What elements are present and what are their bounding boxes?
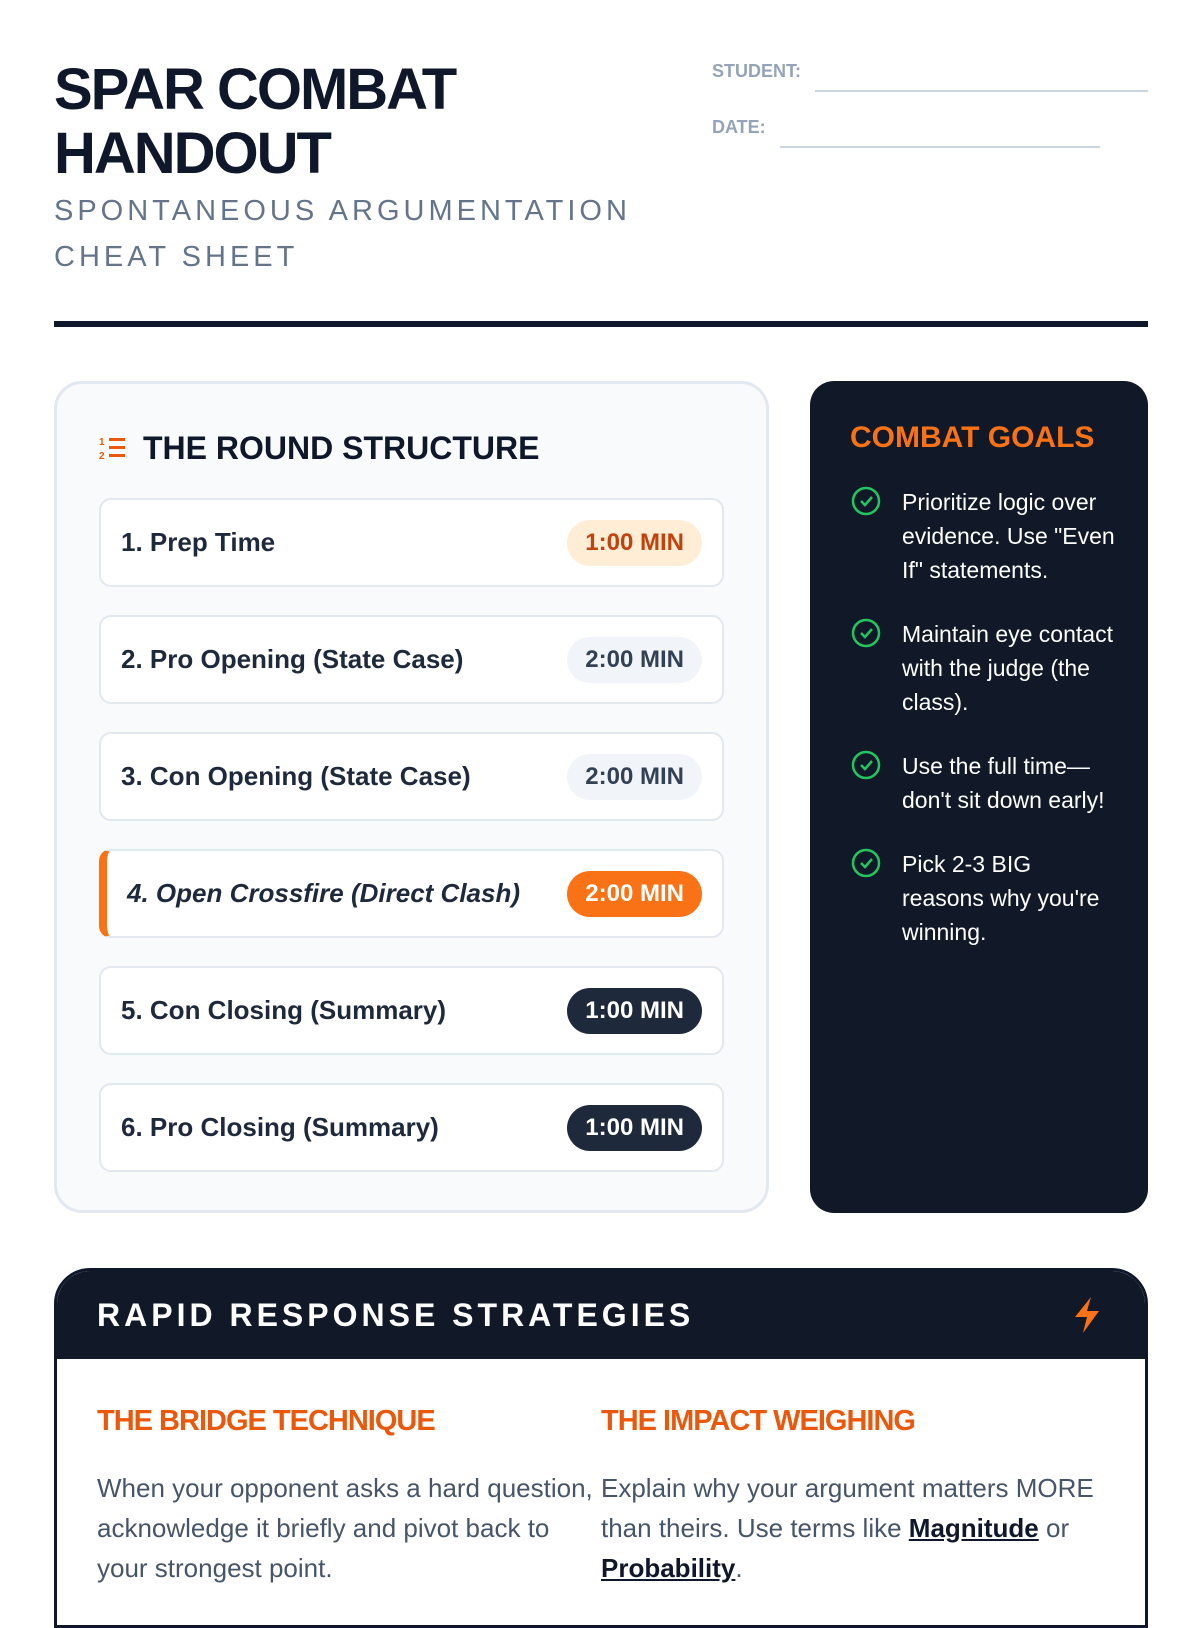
time-badge: 2:00 MIN [567, 753, 702, 800]
rapid-response-card: RAPID RESPONSE STRATEGIES THE BRIDGE TEC… [54, 1268, 1148, 1628]
term-probability: Probability [601, 1553, 736, 1583]
round-item: 6. Pro Closing (Summary) 1:00 MIN [99, 1083, 724, 1172]
time-badge: 1:00 MIN [567, 519, 702, 566]
round-item-label: 5. Con Closing (Summary) [121, 995, 447, 1025]
goal-item: Maintain eye contact with the judge (the… [850, 617, 1118, 719]
time-badge: 1:00 MIN [567, 987, 702, 1034]
round-item-label: 2. Pro Opening (State Case) [121, 644, 464, 674]
date-line[interactable] [779, 114, 1100, 148]
combat-goals-title: COMBAT GOALS [850, 421, 1095, 454]
goal-text: Use the full time—don't sit down early! [902, 753, 1105, 813]
time-badge: 2:00 MIN [567, 870, 702, 917]
svg-text:1: 1 [99, 437, 105, 448]
bridge-text: When your opponent asks a hard question,… [97, 1473, 593, 1583]
impact-weighing: THE IMPACT WEIGHING Explain why your argu… [601, 1405, 1105, 1588]
svg-text:2: 2 [99, 451, 105, 461]
round-item: 1. Prep Time 1:00 MIN [99, 498, 724, 587]
round-item: 2. Pro Opening (State Case) 2:00 MIN [99, 615, 724, 704]
check-circle-icon [851, 750, 881, 780]
check-circle-icon [851, 618, 881, 648]
bridge-title: THE BRIDGE TECHNIQUE [97, 1405, 436, 1437]
page-subtitle: SPONTANEOUS ARGUMENTATION CHEAT SHEET [54, 195, 631, 273]
check-circle-icon [851, 486, 881, 516]
impact-or: or [1038, 1513, 1070, 1543]
impact-text: Explain why your argument matters MORE t… [601, 1468, 1105, 1588]
round-item: 3. Con Opening (State Case) 2:00 MIN [99, 732, 724, 821]
impact-period: . [735, 1553, 743, 1583]
goal-text: Pick 2-3 BIG reasons why you're winning. [902, 851, 1100, 945]
lightning-icon [1075, 1297, 1099, 1333]
goal-text: Maintain eye contact with the judge (the… [902, 621, 1113, 715]
time-badge: 1:00 MIN [567, 1104, 702, 1151]
numbered-list-icon: 12 [99, 437, 125, 461]
round-structure-title: THE ROUND STRUCTURE [143, 429, 540, 466]
bridge-technique: THE BRIDGE TECHNIQUE When your opponent a… [97, 1405, 601, 1588]
combat-goals-card: COMBAT GOALS Prioritize logic over evide… [810, 381, 1148, 1213]
round-item-label: 1. Prep Time [121, 527, 276, 557]
student-field[interactable]: STUDENT: [712, 58, 1148, 92]
round-item-label: 6. Pro Closing (Summary) [121, 1112, 439, 1142]
student-label: STUDENT: [712, 61, 801, 81]
date-field[interactable]: DATE: [712, 114, 1148, 148]
student-line[interactable] [815, 58, 1148, 92]
term-magnitude: Magnitude [908, 1513, 1039, 1543]
student-fields: STUDENT: DATE: [712, 58, 1148, 170]
round-item: 5. Con Closing (Summary) 1:00 MIN [99, 966, 724, 1055]
goal-text: Prioritize logic over evidence. Use "Eve… [902, 489, 1115, 583]
impact-title: THE IMPACT WEIGHING [601, 1405, 916, 1437]
goal-item: Prioritize logic over evidence. Use "Eve… [850, 485, 1118, 587]
round-item-label: 4. Open Crossfire (Direct Clash) [127, 878, 520, 908]
goal-item: Use the full time—don't sit down early! [850, 749, 1118, 817]
impact-text-body: Explain why your argument matters MORE t… [601, 1473, 1094, 1543]
time-badge: 2:00 MIN [567, 636, 702, 683]
rapid-response-title: RAPID RESPONSE STRATEGIES [97, 1296, 695, 1333]
round-item-highlighted: 4. Open Crossfire (Direct Clash) 2:00 MIN [99, 849, 724, 938]
date-label: DATE: [712, 117, 766, 137]
header-divider [54, 321, 1148, 327]
goal-item: Pick 2-3 BIG reasons why you're winning. [850, 847, 1118, 949]
page-title: SPAR COMBAT HANDOUT [54, 57, 457, 186]
rapid-response-header: RAPID RESPONSE STRATEGIES [57, 1271, 1145, 1359]
check-circle-icon [851, 848, 881, 878]
round-item-label: 3. Con Opening (State Case) [121, 761, 471, 791]
